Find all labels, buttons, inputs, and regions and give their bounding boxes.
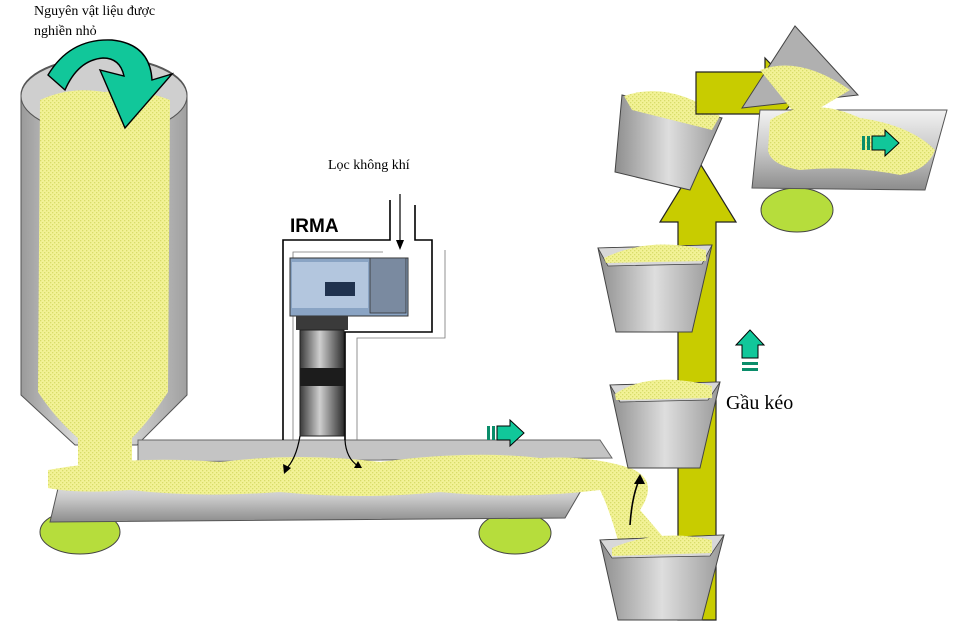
bucket-top-tilted	[614, 91, 723, 191]
bucket-middle	[609, 379, 721, 469]
input-material-label-line1: Nguyên vật liệu được	[34, 4, 156, 19]
conveyor-material	[48, 454, 670, 548]
output-material	[768, 106, 935, 175]
input-flow-arrow-icon	[47, 39, 175, 130]
air-filter-label: Lọc không khí	[328, 158, 410, 173]
storage-silo	[20, 56, 188, 465]
bucket-upper	[597, 244, 713, 333]
output-conveyor	[751, 106, 948, 233]
bucket-discharge	[741, 25, 860, 120]
irma-analyzer	[282, 194, 446, 474]
input-material-label-line2: nghiền nhỏ	[34, 24, 97, 39]
screw-conveyor	[39, 439, 670, 555]
silo-material	[38, 90, 170, 465]
elevator-direction-arrow-icon	[734, 329, 766, 371]
output-flow-arrow-icon	[862, 128, 900, 158]
bucket-elevator	[597, 25, 860, 621]
input-material-label: Nguyên vật liệu được nghiền nhỏ	[34, 2, 155, 42]
conveyor-flow-arrow-icon	[487, 418, 525, 448]
elevator-label: Gầu kéo	[726, 392, 794, 414]
analyzer-label: IRMA	[290, 216, 339, 237]
bucket-bottom	[599, 534, 725, 621]
